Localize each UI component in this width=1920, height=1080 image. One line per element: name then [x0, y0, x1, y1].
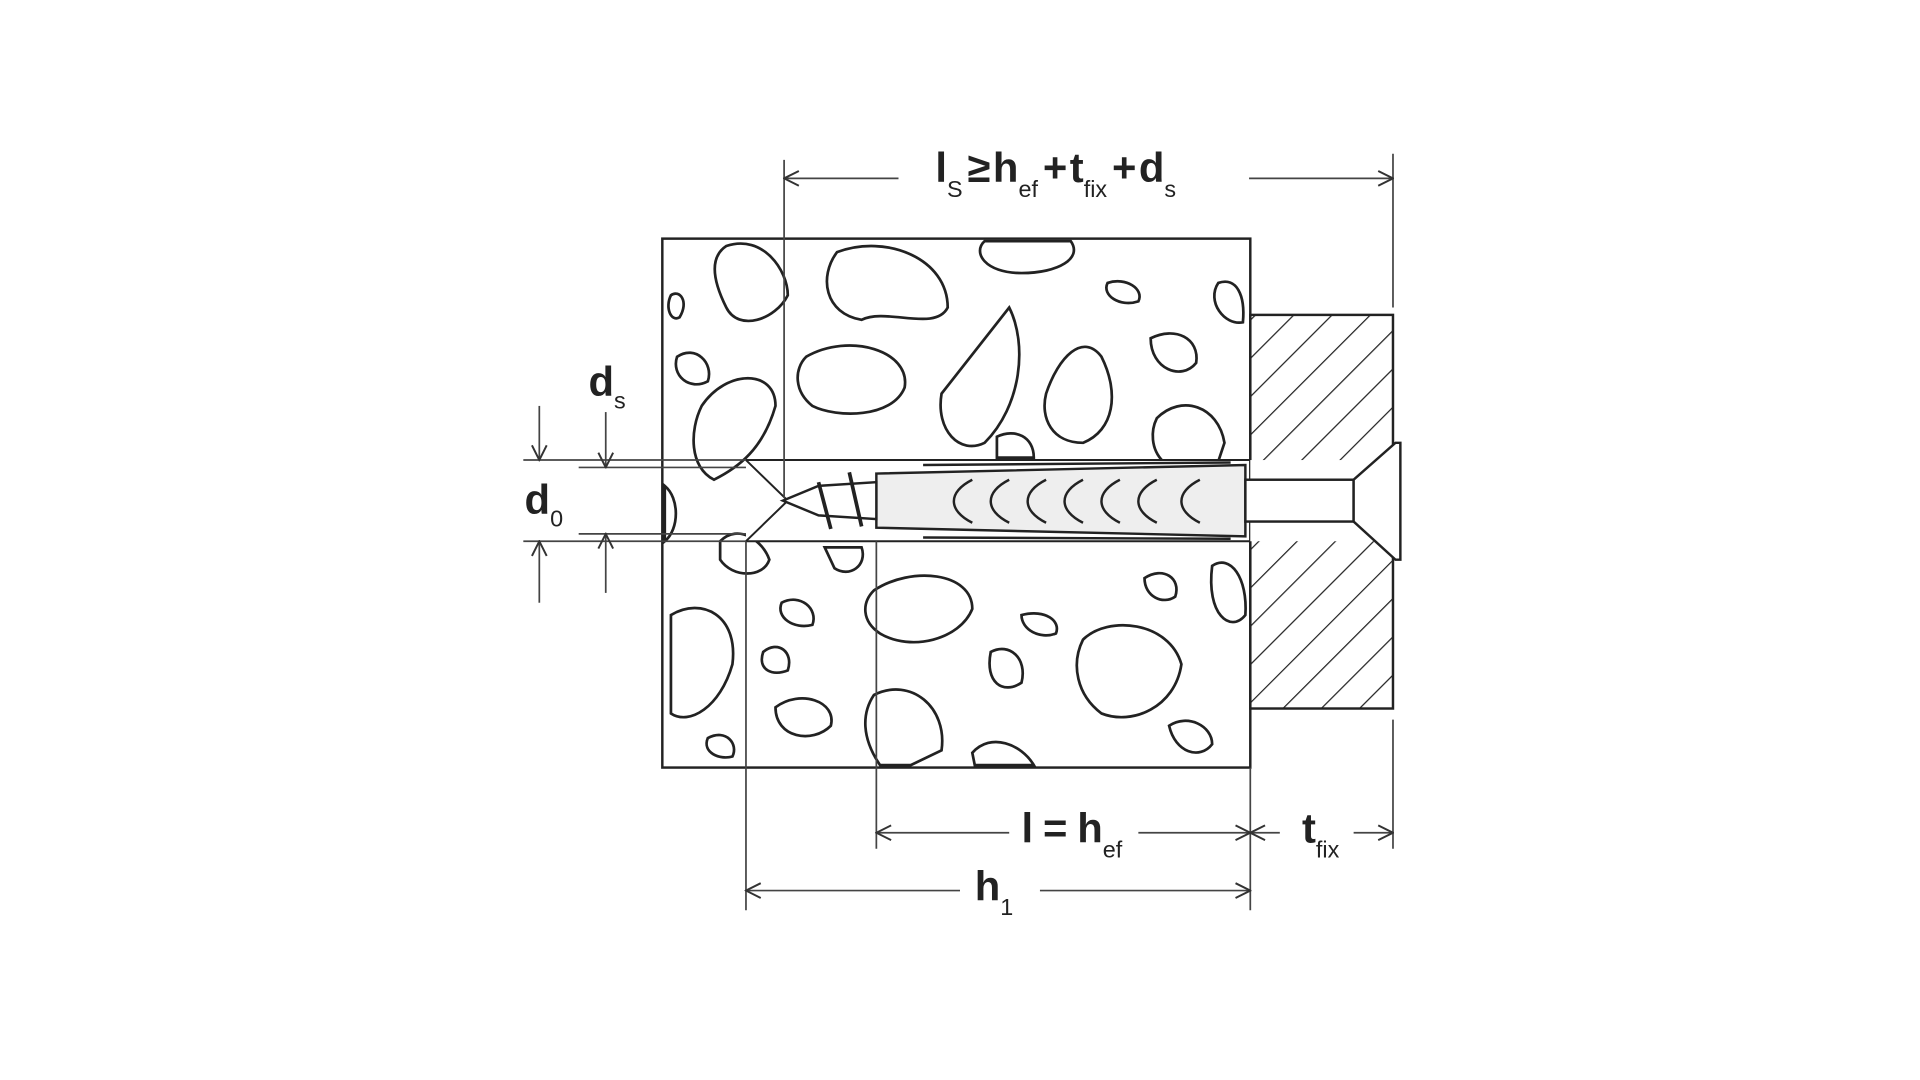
- d0-label: d0: [525, 476, 564, 531]
- dimension-lines: [523, 153, 1393, 911]
- screw: [779, 441, 1402, 561]
- ds-label: ds: [589, 358, 626, 413]
- h1-label: h1: [975, 862, 1014, 920]
- plastic-plug: [875, 461, 1247, 540]
- tfix-label: tfix: [1302, 805, 1340, 863]
- screw-length-label: lS≥hef+tfix+ds: [935, 144, 1176, 202]
- anchor-length-label: l=hef: [1022, 805, 1123, 863]
